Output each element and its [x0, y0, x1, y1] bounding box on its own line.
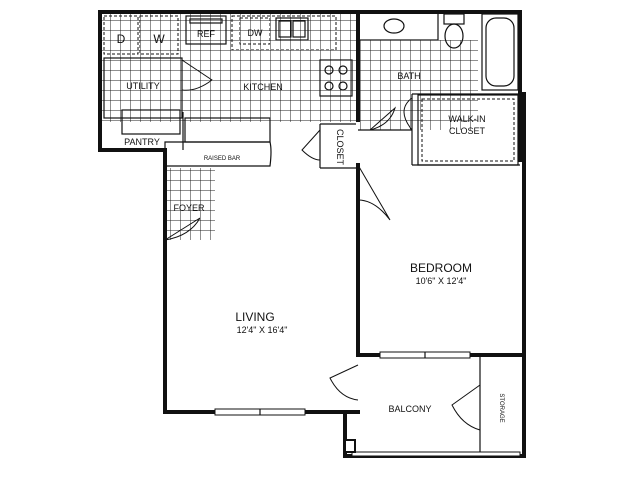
walk-in-closet-label-line1: WALK-IN: [448, 114, 485, 124]
washer-box: [139, 15, 179, 55]
labels: D W REF DW UTILITY KITCHEN PANTRY RAISED…: [117, 28, 504, 423]
bathtub-icon: [481, 13, 519, 91]
balcony-label: BALCONY: [388, 404, 431, 414]
washer-label: W: [153, 32, 165, 46]
dishwasher-label: DW: [248, 28, 263, 38]
refrigerator-label: REF: [197, 29, 216, 39]
utility-label: UTILITY: [126, 81, 160, 91]
kitchen-tile: [100, 12, 358, 122]
sink-bowl-icon: [383, 18, 405, 34]
stove-icon: [319, 59, 353, 97]
balcony-post: [344, 439, 356, 453]
bedroom-label: BEDROOM: [410, 261, 472, 275]
pantry-label: PANTRY: [124, 137, 160, 147]
sink-icon: [275, 17, 309, 41]
counter-dashed: [231, 15, 337, 51]
foyer-label: FOYER: [173, 203, 205, 213]
closet-label: CLOSET: [335, 129, 345, 166]
vanity-counter: [357, 11, 439, 41]
toilet-icon: [444, 23, 464, 49]
kitchen-label: KITCHEN: [243, 82, 283, 92]
bath-label: BATH: [397, 71, 420, 81]
living-label: LIVING: [235, 310, 274, 324]
walk-in-closet-label-line2: CLOSET: [449, 126, 486, 136]
tile-floors: [100, 12, 478, 240]
door-swings: [164, 59, 481, 431]
balcony-railing: [351, 451, 521, 457]
refrigerator-box: [185, 15, 227, 45]
raised-bar-label: RAISED BAR: [204, 156, 241, 162]
storage-label: STORAGE: [498, 393, 504, 422]
utility-area: [103, 57, 183, 135]
dryer-label: D: [117, 32, 126, 46]
toilet-tank: [443, 13, 465, 25]
raised-bar: [164, 141, 272, 167]
appliances: [103, 15, 353, 97]
bedroom-dimensions: 10'6" X 12'4": [416, 276, 467, 286]
living-dimensions: 12'4" X 16'4": [237, 325, 288, 335]
dryer-box: [103, 15, 139, 55]
windows: [214, 351, 521, 457]
foyer-tile: [165, 168, 215, 240]
dishwasher-box: [239, 17, 271, 45]
